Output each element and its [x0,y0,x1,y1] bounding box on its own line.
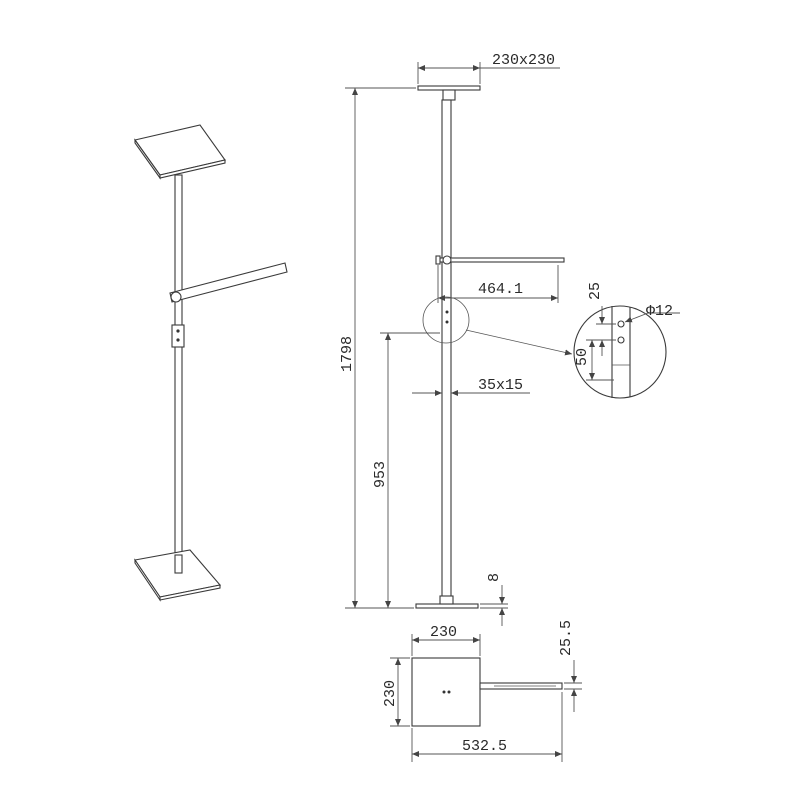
dim-hole-spacing: 25 [587,282,604,300]
dim-pivot-height: 953 [372,461,389,488]
front-arm-pivot [442,255,452,265]
detail-view: 25 Φ12 50 [573,282,680,399]
dim-base-depth: 230 [382,680,399,707]
iso-arm [169,262,288,303]
front-pole [441,99,452,606]
dim-hole-diameter: Φ12 [646,303,673,320]
plan-view: 230 230 532.5 25.5 [382,620,582,762]
dim-pole-section: 35x15 [478,377,523,394]
detail-circle-large [573,305,667,399]
detail-hole-upper [617,320,625,328]
dim-arm-offset: 25.5 [558,620,575,656]
plan-base [411,657,481,727]
detail-pointer [465,329,573,356]
dim-base-thickness: 8 [486,573,503,582]
front-elevation: 230x230 1798 464.1 35x15 953 8 [339,52,573,626]
iso-arm-pivot [170,291,182,303]
dim-total-height: 1798 [339,336,356,372]
dim-arm-length: 464.1 [478,281,523,298]
front-top-plate [417,85,481,91]
dim-overall-width: 532.5 [462,738,507,755]
dim-top-plate: 230x230 [492,52,555,69]
iso-pole [174,174,183,574]
dim-base-width: 230 [430,624,457,641]
iso-top-plate [134,124,226,176]
dim-hole-offset: 50 [574,348,591,366]
front-arm [437,257,565,263]
isometric-view [134,124,288,602]
front-base [415,603,479,609]
iso-switch-block [171,324,185,348]
detail-hole-lower [617,336,625,344]
